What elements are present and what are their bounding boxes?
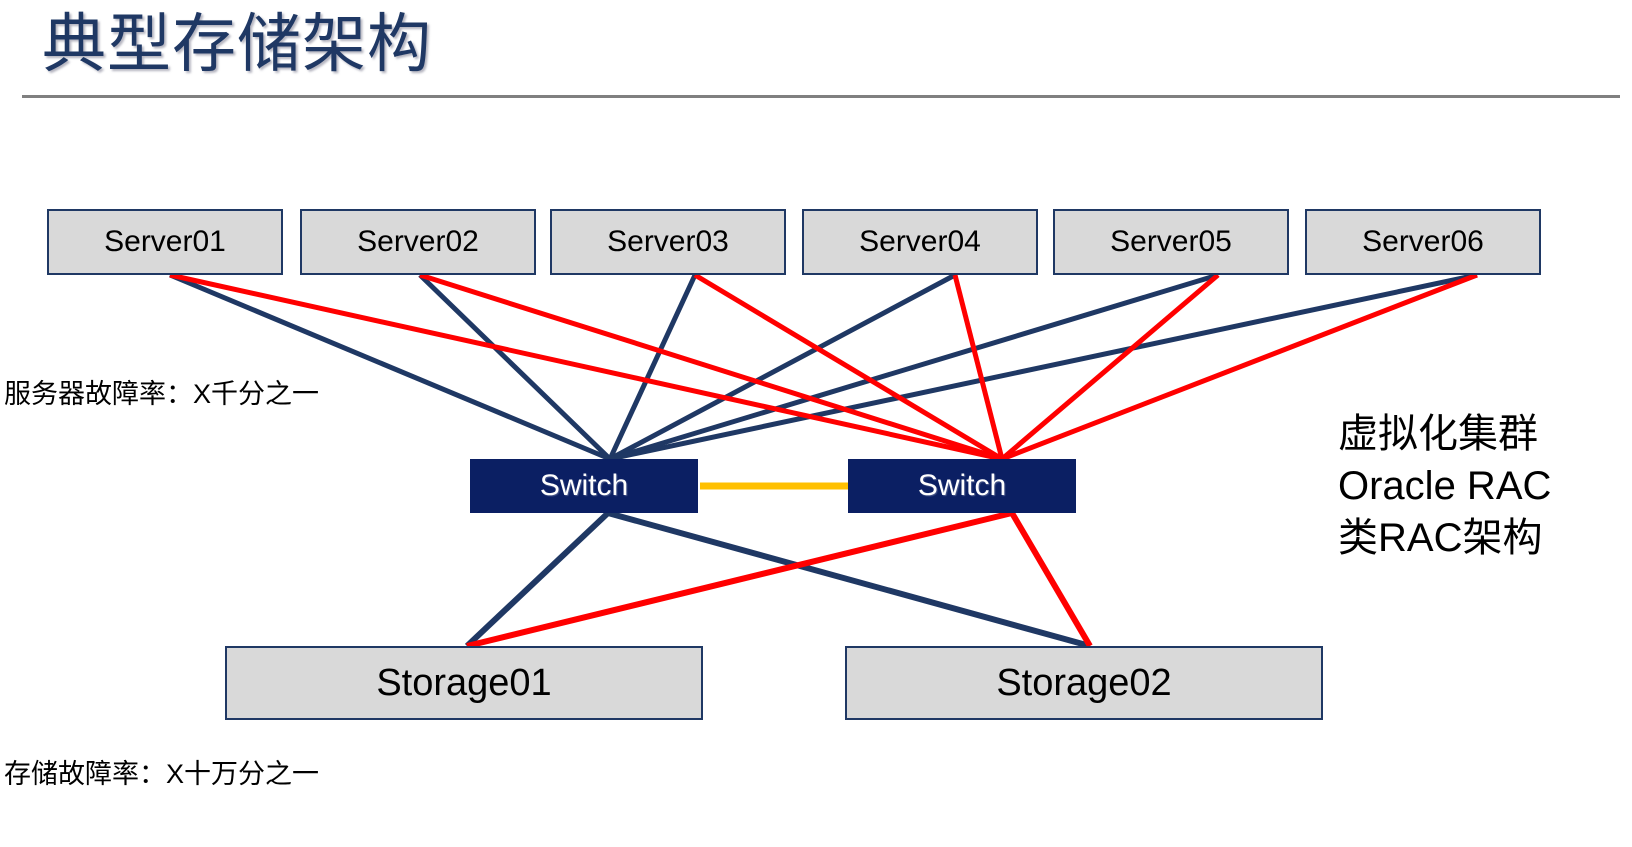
node-label: Server01	[104, 225, 226, 258]
cluster-note-line-3: 类RAC架构	[1338, 516, 1543, 560]
link-switch-right-to-storage01	[466, 510, 1013, 649]
link-server05-to-switch-right	[1000, 273, 1220, 461]
cluster-note-line-2: Oracle RAC	[1338, 464, 1552, 508]
red-server-links	[169, 272, 1478, 462]
node-label: Server03	[607, 225, 729, 258]
node-switch-right[interactable]: Switch	[848, 459, 1076, 513]
cluster-note-line-1: 虚拟化集群	[1338, 412, 1538, 456]
link-server01-to-switch-right	[169, 272, 1003, 462]
node-server-04[interactable]: Server04	[802, 209, 1038, 275]
node-label: Switch	[539, 469, 629, 502]
cluster-architecture-note: 虚拟化集群 Oracle RAC 类RAC架构	[1338, 408, 1551, 564]
node-label: Server02	[357, 225, 479, 258]
node-switch-left[interactable]: Switch	[470, 459, 698, 513]
link-server06-to-switch-left	[609, 272, 1478, 462]
link-server02-to-switch-right	[419, 272, 1003, 462]
node-storage-01[interactable]: Storage01	[225, 646, 703, 720]
node-label: Storage02	[996, 661, 1172, 704]
node-label: Switch	[917, 469, 1007, 502]
server-failure-rate-label: 服务器故障率：X千分之一	[4, 379, 320, 409]
page-title: 典型存储架构	[42, 8, 432, 80]
link-server04-to-switch-left	[608, 272, 957, 462]
node-server-02[interactable]: Server02	[300, 209, 536, 275]
title-divider	[22, 95, 1620, 98]
node-label: Server05	[1110, 225, 1232, 258]
link-switch-right-to-storage02	[1009, 511, 1093, 648]
link-server04-to-switch-right	[952, 274, 1005, 460]
navy-server-links	[169, 272, 1478, 462]
link-server06-to-switch-right	[1001, 272, 1478, 462]
node-storage-02[interactable]: Storage02	[845, 646, 1323, 720]
link-server05-to-switch-left	[609, 272, 1219, 462]
link-server03-to-switch-right	[693, 272, 1004, 462]
navy-storage-links	[464, 510, 1091, 649]
link-switch-left-to-storage02	[607, 510, 1091, 649]
red-storage-links	[466, 510, 1093, 649]
link-server03-to-switch-left	[607, 273, 698, 461]
link-switch-left-to-storage01	[464, 510, 611, 649]
storage-failure-rate-label: 存储故障率：X十万分之一	[4, 759, 320, 789]
node-server-06[interactable]: Server06	[1305, 209, 1541, 275]
node-server-03[interactable]: Server03	[550, 209, 786, 275]
node-label: Server06	[1362, 225, 1484, 258]
link-server02-to-switch-left	[418, 273, 612, 461]
node-label: Storage01	[376, 661, 552, 704]
node-server-05[interactable]: Server05	[1053, 209, 1289, 275]
node-server-01[interactable]: Server01	[47, 209, 283, 275]
link-server01-to-switch-left	[169, 272, 611, 462]
node-label: Server04	[859, 225, 981, 258]
